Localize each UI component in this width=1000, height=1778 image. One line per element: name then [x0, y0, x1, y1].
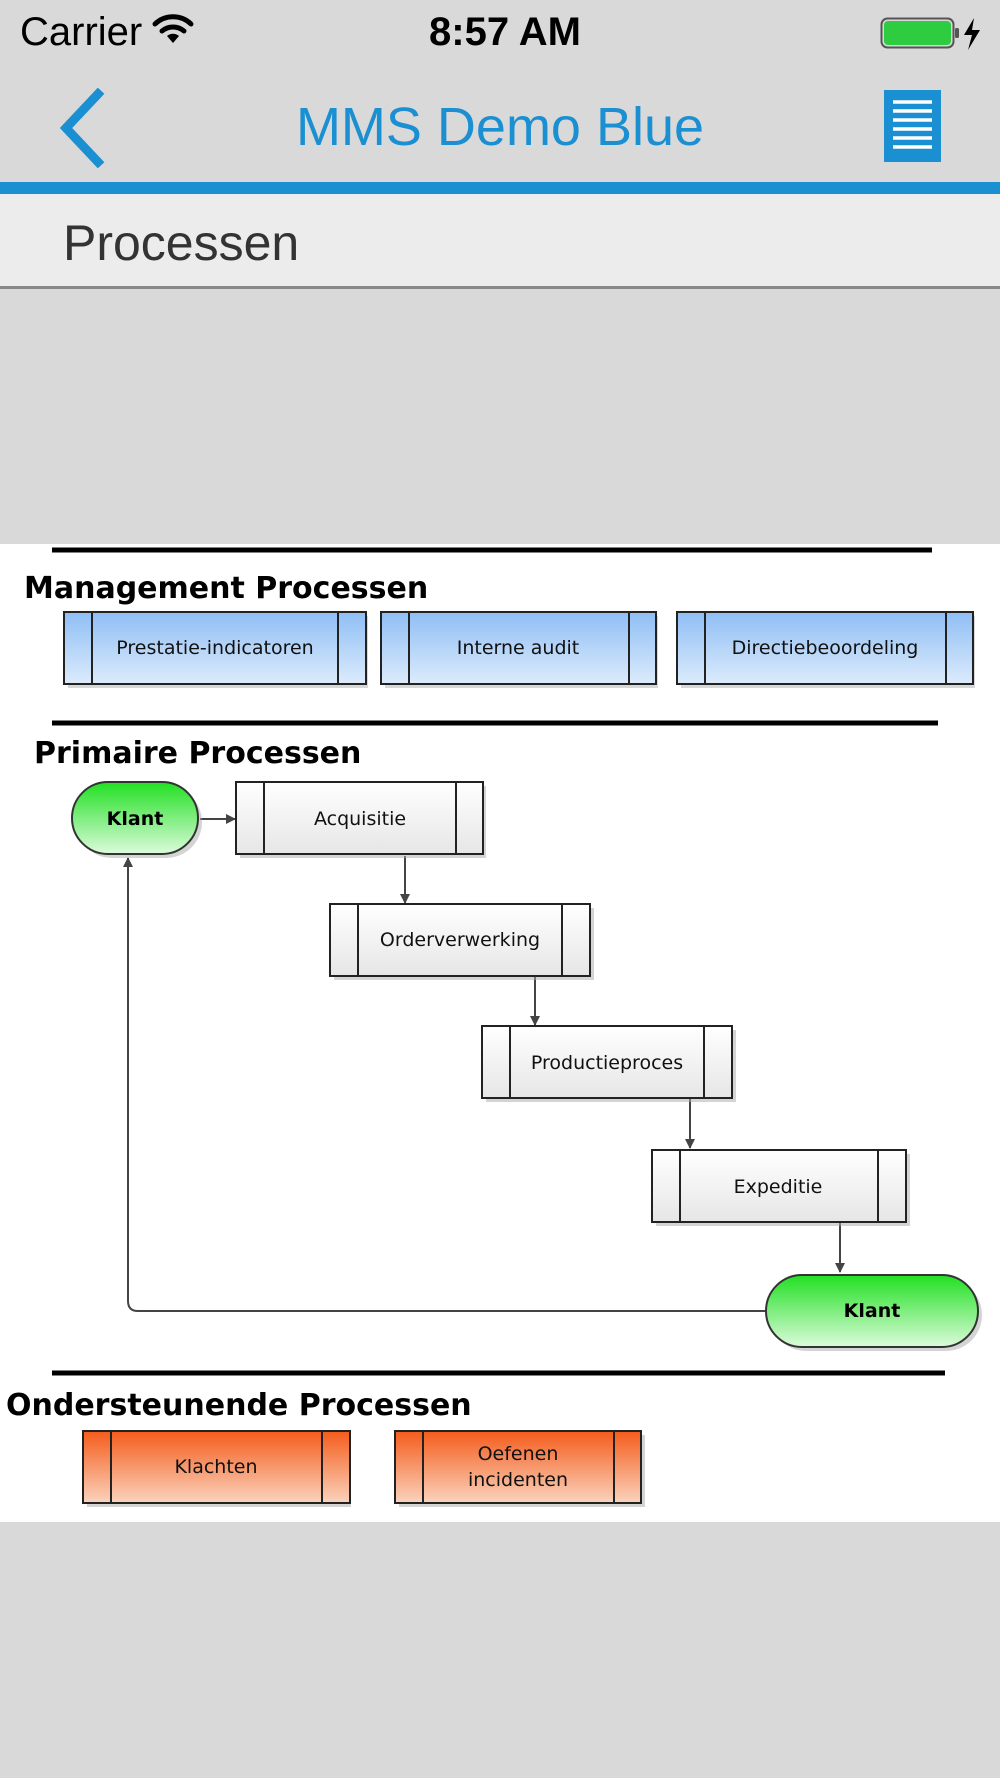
clock: 8:57 AM: [429, 10, 581, 54]
process-box-prestatie-indicatoren[interactable]: Prestatie-indicatoren: [63, 611, 368, 688]
process-label: Directiebeoordeling: [732, 637, 919, 659]
process-label: Klachten: [174, 1456, 257, 1478]
process-box-orderverwerking[interactable]: Orderverwerking: [329, 903, 594, 980]
nav-accent-line: [0, 182, 1000, 194]
process-box-oefenen-incidenten[interactable]: Oefenen incidenten: [394, 1430, 645, 1507]
process-label: Orderverwerking: [380, 929, 540, 951]
terminal-label: Klant: [107, 808, 164, 830]
process-label: incidenten: [468, 1469, 568, 1491]
management-section-title: Management Processen: [24, 571, 428, 606]
terminal-label: Klant: [844, 1300, 901, 1322]
process-box-interne-audit[interactable]: Interne audit: [380, 611, 658, 688]
process-label: Acquisitie: [314, 808, 406, 830]
terminal-klant-start[interactable]: Klant: [71, 781, 202, 858]
page-title: Processen: [63, 215, 300, 271]
carrier-label: Carrier: [20, 10, 143, 54]
process-label: Productieproces: [531, 1052, 683, 1074]
return-flow-arrow: [123, 857, 766, 1312]
process-label: Oefenen: [478, 1443, 559, 1465]
page-header: Processen: [0, 194, 1000, 289]
process-label: Prestatie-indicatoren: [116, 637, 313, 659]
primary-section-title: Primaire Processen: [34, 736, 361, 771]
status-bar: Carrier 8:57 AM: [0, 0, 1000, 68]
wifi-icon: [152, 12, 194, 51]
process-label: Expeditie: [734, 1176, 823, 1198]
list-icon: [884, 90, 941, 162]
process-box-expeditie[interactable]: Expeditie: [651, 1149, 910, 1226]
navigation-bar: MMS Demo Blue: [0, 68, 1000, 182]
menu-button[interactable]: [884, 90, 941, 162]
process-label: Interne audit: [457, 637, 580, 659]
back-button[interactable]: [58, 87, 106, 173]
process-box-productieproces[interactable]: Productieproces: [481, 1025, 736, 1102]
process-diagram: Management Processen Prestatie-indicator…: [0, 544, 1000, 1522]
support-section-title: Ondersteunende Processen: [6, 1388, 472, 1423]
battery-icon: [880, 17, 990, 56]
process-box-klachten[interactable]: Klachten: [82, 1430, 351, 1507]
chevron-left-icon: [59, 87, 105, 169]
process-box-acquisitie[interactable]: Acquisitie: [235, 781, 486, 858]
process-box-directiebeoordeling[interactable]: Directiebeoordeling: [676, 611, 975, 688]
app-title: MMS Demo Blue: [295, 97, 705, 157]
terminal-klant-end[interactable]: Klant: [765, 1274, 982, 1351]
